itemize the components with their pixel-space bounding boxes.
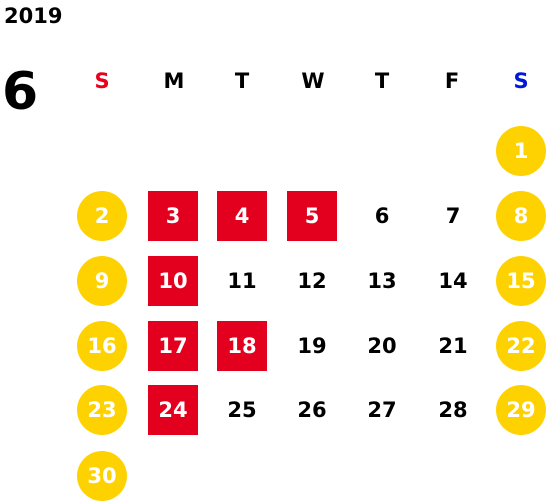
day-cell[interactable]: 20 [367,334,397,358]
day-cell[interactable]: 16 [77,321,127,371]
day-cell[interactable]: 23 [77,385,127,435]
day-cell[interactable]: 25 [227,398,257,422]
day-cell[interactable]: 27 [367,398,397,422]
day-cell[interactable]: 24 [148,385,198,435]
weekday-sat: S [513,69,529,93]
day-cell[interactable]: 1 [496,126,546,176]
day-cell[interactable]: 6 [374,204,390,228]
weekday-fri: F [444,69,460,93]
calendar-month: 6 [2,62,39,122]
weekday-wed: W [301,69,325,93]
day-cell[interactable]: 4 [217,191,267,241]
weekday-tue: T [234,69,250,93]
weekday-mon: M [163,69,185,93]
weekday-thu: T [374,69,390,93]
day-cell[interactable]: 12 [297,269,327,293]
day-cell[interactable]: 11 [227,269,257,293]
day-cell[interactable]: 30 [77,451,127,501]
day-cell[interactable]: 17 [148,321,198,371]
day-cell[interactable]: 15 [496,256,546,306]
day-cell[interactable]: 14 [438,269,468,293]
day-cell[interactable]: 19 [297,334,327,358]
calendar-year: 2019 [4,4,63,28]
day-cell[interactable]: 2 [77,191,127,241]
day-cell[interactable]: 7 [445,204,461,228]
day-cell[interactable]: 28 [438,398,468,422]
day-cell[interactable]: 18 [217,321,267,371]
day-cell[interactable]: 21 [438,334,468,358]
day-cell[interactable]: 5 [287,191,337,241]
day-cell[interactable]: 3 [148,191,198,241]
day-cell[interactable]: 9 [77,256,127,306]
day-cell[interactable]: 8 [496,191,546,241]
day-cell[interactable]: 13 [367,269,397,293]
day-cell[interactable]: 26 [297,398,327,422]
day-cell[interactable]: 29 [496,385,546,435]
day-cell[interactable]: 10 [148,256,198,306]
day-cell[interactable]: 22 [496,321,546,371]
weekday-sun: S [94,69,110,93]
